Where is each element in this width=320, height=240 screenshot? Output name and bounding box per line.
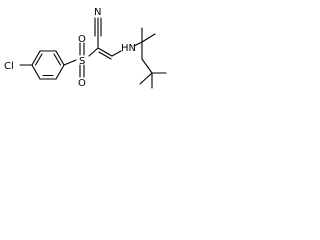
bond-ch2-ctb	[141, 58, 153, 74]
atom-labels: Cl O S O N HN	[4, 7, 136, 89]
ring-bond-4	[55, 64, 65, 80]
chemical-structure: Cl O S O N HN	[4, 7, 167, 89]
bond-s-alkene	[88, 47, 99, 57]
atom-label-sulfur: S	[79, 56, 85, 67]
ring-bond-1-inner	[34, 53, 43, 66]
bond-cq-methyl-right	[141, 33, 156, 43]
bonds	[19, 17, 167, 89]
ring-bond-1	[31, 50, 41, 66]
bond-ctb-methyl-left	[139, 72, 153, 85]
ring-bond-6	[31, 64, 41, 80]
bond-nh-cq	[133, 41, 143, 47]
bond-alkene-a	[97, 47, 113, 57]
bond-ring-s	[63, 59, 77, 66]
ring-bond-3	[55, 50, 65, 66]
atom-label-oxygen-top: O	[78, 34, 86, 45]
atom-label-amine: HN	[121, 43, 136, 54]
atom-label-nitrile-nitrogen: N	[94, 7, 101, 18]
bond-ch-nh	[111, 50, 122, 57]
bond-alkene-b	[98, 51, 112, 60]
atom-label-oxygen-bottom: O	[78, 78, 86, 89]
atom-label-chlorine: Cl	[4, 61, 14, 72]
ring-bond-3-inner	[53, 53, 62, 66]
